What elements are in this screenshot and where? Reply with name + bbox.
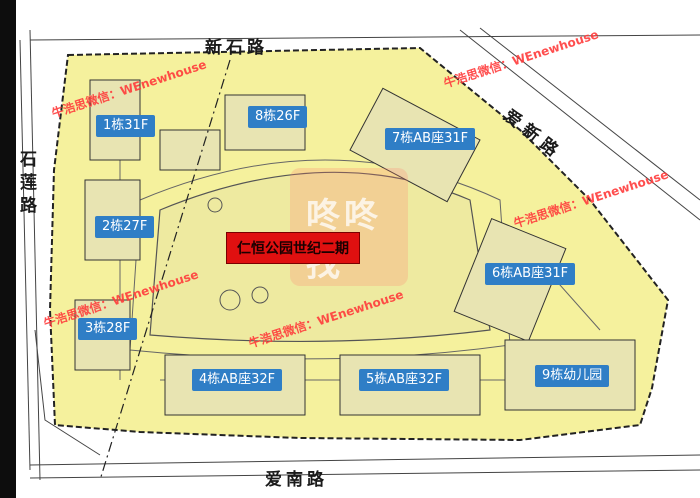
building-label-7: 7栋AB座31F: [385, 128, 476, 150]
road-label-north: 新石路: [205, 38, 268, 58]
road-label-west: 石莲路: [16, 150, 36, 219]
building-label-2: 2栋27F: [95, 216, 155, 238]
building-label-3: 3栋28F: [78, 318, 138, 340]
building-label-5: 5栋AB座32F: [359, 369, 450, 391]
building-label-8: 8栋26F: [248, 106, 308, 128]
project-title: 仁恒公园世纪二期: [226, 232, 360, 264]
left-edge-bar: [0, 0, 16, 498]
building-label-4: 4栋AB座32F: [192, 369, 283, 391]
building-label-6: 6栋AB座31F: [485, 263, 576, 285]
road-label-south: 爱南路: [265, 470, 328, 490]
reference-line: [99, 59, 231, 481]
watermark-seal: 咚咚找: [290, 168, 408, 286]
building-label-1: 1栋31F: [96, 115, 156, 137]
landscape-features: [207, 197, 269, 311]
building-label-9: 9栋幼儿园: [535, 365, 610, 387]
road-lines: [19, 27, 700, 481]
